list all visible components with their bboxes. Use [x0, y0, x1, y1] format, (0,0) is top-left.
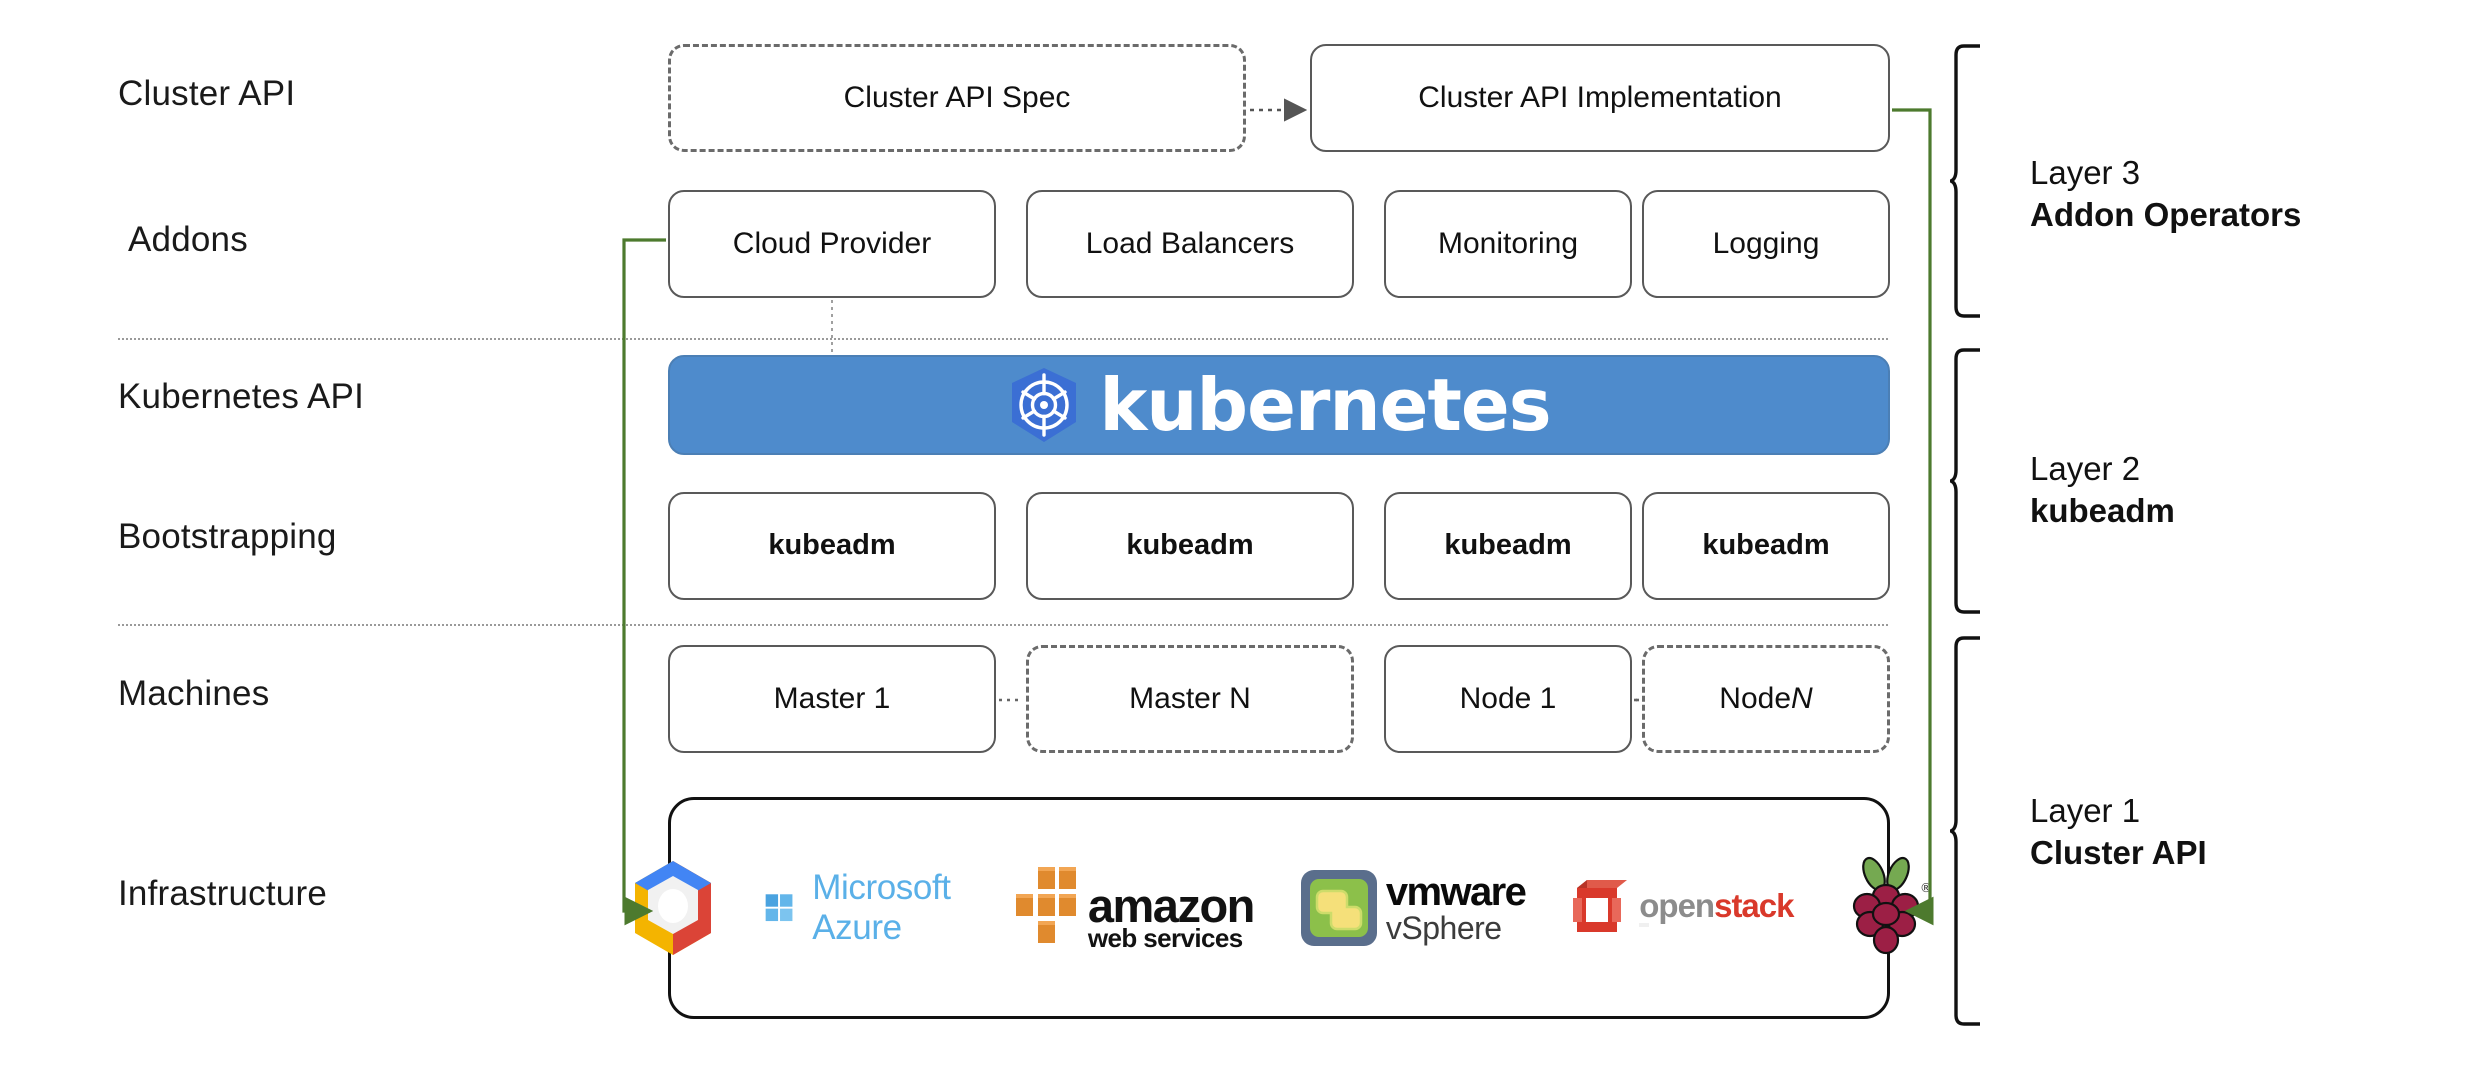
layer-2-line2: kubeadm — [2030, 492, 2175, 530]
row-label-cluster-api: Cluster API — [118, 74, 296, 113]
box-label: Node 1 — [1459, 681, 1557, 715]
box-label: Cluster API Spec — [843, 80, 1071, 114]
box-master-1[interactable]: Master 1 — [668, 645, 996, 753]
svg-text:®: ® — [1920, 881, 1932, 895]
box-label: Cluster API Implementation — [1418, 80, 1782, 114]
layer-1-line1: Layer 1 — [2030, 792, 2141, 829]
microsoft-azure-wordmark: Microsoft Azure — [812, 868, 951, 947]
row-label-addons: Addons — [128, 220, 248, 259]
box-label: kubeadm — [1126, 529, 1254, 562]
microsoft-azure-logo: Microsoft Azure — [765, 868, 966, 948]
google-cloud-platform-logo — [627, 858, 719, 958]
divider-layer3-layer2 — [118, 338, 1888, 340]
box-label: Master N — [1129, 681, 1251, 715]
row-label-infrastructure: Infrastructure — [118, 874, 327, 913]
box-label: Cloud Provider — [732, 226, 932, 260]
divider-layer2-layer1 — [118, 624, 1888, 626]
openstack-logo: openstack — [1571, 876, 1795, 940]
row-label-bootstrapping: Bootstrapping — [118, 517, 337, 556]
box-monitoring[interactable]: Monitoring — [1384, 190, 1632, 298]
amazon-web-services-logo: amazon web services — [1012, 865, 1256, 954]
green-connector-left — [622, 238, 666, 926]
vmware-wordmark: vmware — [1385, 870, 1527, 914]
layer-1-label: Layer 1 Cluster API — [2030, 790, 2207, 874]
box-kubeadm-2[interactable]: kubeadm — [1026, 492, 1354, 600]
box-cluster-api-spec[interactable]: Cluster API Spec — [668, 44, 1246, 152]
box-label: kubeadm — [1444, 529, 1572, 562]
amazon-wordmark: amazon — [1087, 878, 1256, 932]
box-kubeadm-4[interactable]: kubeadm — [1642, 492, 1890, 600]
brace-layer-2 — [1946, 348, 1986, 614]
row-label-kubernetes-api: Kubernetes API — [118, 377, 365, 416]
layer-2-line1: Layer 2 — [2030, 450, 2141, 487]
vsphere-subtext: vSphere — [1385, 910, 1502, 946]
box-label: Load Balancers — [1085, 226, 1295, 260]
box-logging[interactable]: Logging — [1642, 190, 1890, 298]
layer-3-label: Layer 3 Addon Operators — [2030, 152, 2301, 236]
layer-3-line1: Layer 3 — [2030, 154, 2141, 191]
box-cloud-provider[interactable]: Cloud Provider — [668, 190, 996, 298]
openstack-wordmark: openstack — [1639, 886, 1794, 924]
box-label: kubeadm — [1702, 529, 1830, 562]
box-label: kubeadm — [768, 529, 896, 562]
kubernetes-api-banner[interactable]: kubernetes — [668, 355, 1890, 455]
vmware-vsphere-logo: vmware vSphere — [1300, 869, 1527, 947]
box-label: Monitoring — [1437, 226, 1579, 260]
raspberry-pi-logo: ® — [1840, 856, 1932, 960]
layer-3-line2: Addon Operators — [2030, 196, 2302, 234]
layer-1-line2: Cluster API — [2030, 834, 2207, 872]
layer-2-label: Layer 2 kubeadm — [2030, 448, 2175, 532]
box-kubeadm-3[interactable]: kubeadm — [1384, 492, 1632, 600]
box-label-italic-suffix: N — [1791, 681, 1813, 715]
row-label-machines: Machines — [118, 674, 270, 713]
box-cluster-api-implementation[interactable]: Cluster API Implementation — [1310, 44, 1890, 152]
box-load-balancers[interactable]: Load Balancers — [1026, 190, 1354, 298]
box-kubeadm-1[interactable]: kubeadm — [668, 492, 996, 600]
box-node-1[interactable]: Node 1 — [1384, 645, 1632, 753]
openstack-subtext — [1639, 923, 1650, 928]
box-node-n[interactable]: Node N — [1642, 645, 1890, 753]
green-connector-right — [1892, 108, 1934, 926]
amazon-web-services-subtext: web services — [1087, 923, 1243, 954]
box-label: Master 1 — [773, 681, 891, 715]
kubernetes-helm-icon — [1007, 366, 1081, 444]
box-label: Node — [1719, 681, 1792, 715]
brace-layer-3 — [1946, 44, 1986, 318]
box-master-n[interactable]: Master N — [1026, 645, 1354, 753]
box-label: Logging — [1712, 226, 1820, 260]
infrastructure-panel[interactable]: Microsoft Azure amazon web service — [634, 797, 1932, 1019]
brace-layer-1 — [1946, 636, 1986, 1026]
kubernetes-wordmark: kubernetes — [1099, 363, 1551, 447]
